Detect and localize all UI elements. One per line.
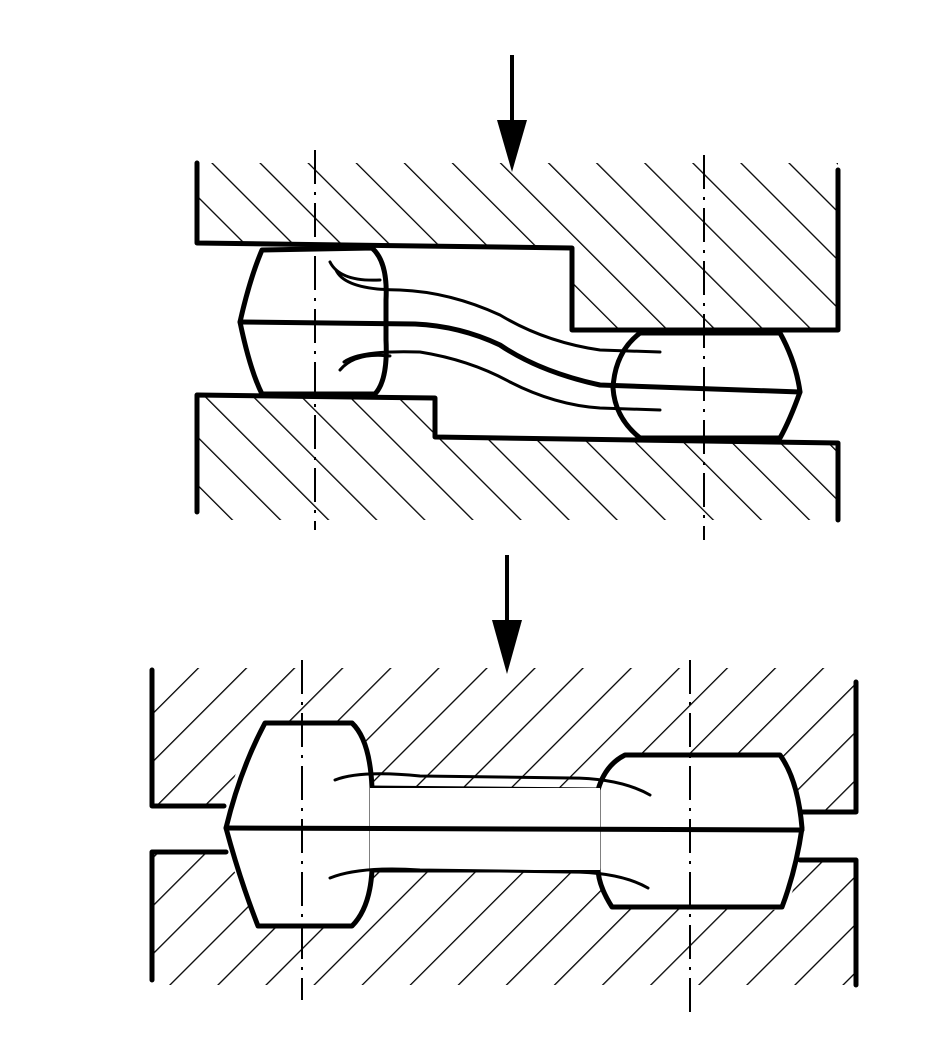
upper-die [152, 668, 856, 812]
web-lower-flow [328, 867, 650, 890]
arrow-down-icon [497, 55, 527, 172]
web-lower-flow [342, 350, 662, 412]
parting-line [223, 825, 805, 833]
upper-die-outline [149, 667, 227, 809]
right-boss [610, 330, 803, 441]
web-upper-flow [334, 268, 662, 354]
lower-die [152, 852, 856, 985]
lower-die-outline [194, 392, 841, 523]
lower-die-right-outline [797, 857, 859, 988]
upper-die-right-outline [787, 679, 859, 815]
stage-aligned [149, 555, 859, 1020]
web-upper-flow [333, 772, 652, 797]
left-boss [223, 720, 375, 929]
stage-offset [194, 55, 841, 540]
grain-left-bottom [338, 353, 392, 372]
grain-left-top [328, 260, 382, 282]
parting-line [237, 319, 803, 395]
arrow-down-icon [492, 555, 522, 674]
lower-die-outline [149, 849, 229, 983]
lower-die [197, 395, 838, 520]
upper-die-outline [194, 160, 841, 333]
